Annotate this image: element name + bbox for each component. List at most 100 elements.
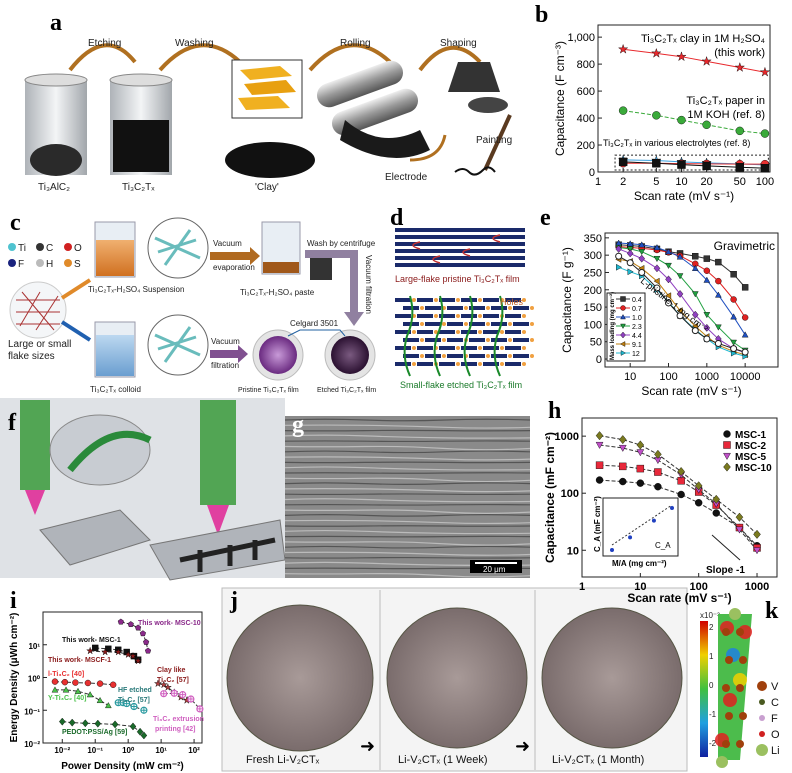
vacuum-filtration-vertical-label: Vacuum filtration bbox=[364, 255, 373, 314]
data-point bbox=[615, 252, 623, 260]
y-tick-label: 10⁻² bbox=[24, 740, 40, 749]
li-atom bbox=[729, 608, 741, 620]
legend-marker bbox=[620, 296, 626, 302]
y-tick-label: 200 bbox=[584, 285, 602, 297]
small-flake bbox=[395, 330, 411, 334]
data-point bbox=[638, 249, 646, 256]
data-point bbox=[665, 299, 673, 307]
sem-layer bbox=[284, 440, 531, 443]
small-flake bbox=[439, 362, 455, 366]
label-clay: 'Clay' bbox=[255, 182, 279, 193]
data-point bbox=[626, 246, 634, 253]
series-l-pristine-1-mg-cm- bbox=[615, 252, 749, 356]
label-ti3c2tx: Ti₃C₂Tₓ bbox=[122, 182, 155, 193]
panel-a: a Etching W bbox=[24, 10, 512, 193]
hole bbox=[522, 346, 526, 350]
data-point bbox=[153, 679, 162, 688]
atom-h-icon bbox=[36, 259, 44, 267]
data-point bbox=[735, 126, 745, 136]
hole bbox=[442, 322, 446, 326]
density-lobe bbox=[723, 693, 737, 707]
x-tick-label: 10 bbox=[624, 371, 636, 383]
arrow-wash-filtration bbox=[305, 250, 364, 326]
plot-frame bbox=[597, 24, 771, 173]
hole bbox=[508, 354, 512, 358]
small-flake bbox=[439, 314, 455, 318]
hole bbox=[412, 330, 416, 334]
annotation: Ti₃C₂Tₓ in various electrolytes (ref. 8) bbox=[603, 138, 750, 148]
sem-layer bbox=[284, 488, 531, 493]
x-tick-label: 10¹ bbox=[155, 746, 167, 755]
y-tick-label: 350 bbox=[584, 233, 602, 245]
hole bbox=[486, 338, 490, 342]
data-point bbox=[101, 647, 110, 656]
data-point bbox=[712, 494, 721, 504]
data-point bbox=[117, 618, 124, 625]
ion-path bbox=[432, 255, 441, 264]
data-point bbox=[753, 547, 761, 555]
data-point-cross bbox=[171, 690, 178, 697]
flakes-inset bbox=[231, 59, 303, 119]
y-tick-label: 10⁰ bbox=[28, 675, 41, 684]
data-point bbox=[653, 264, 661, 273]
legend-marker bbox=[620, 331, 626, 339]
atom-label: S bbox=[74, 259, 81, 270]
colloid-label: Ti₃C₂Tₓ colloid bbox=[90, 385, 141, 394]
data-point bbox=[735, 526, 744, 534]
legend-label: 0.7 bbox=[632, 306, 642, 313]
data-point bbox=[730, 339, 737, 346]
arrow-rolling bbox=[308, 43, 392, 72]
step-etching: Etching bbox=[88, 38, 121, 49]
arrow-shaping bbox=[418, 45, 482, 72]
arrow-painting bbox=[409, 134, 447, 162]
data-point bbox=[703, 323, 711, 332]
data-point bbox=[715, 277, 722, 285]
data-point bbox=[703, 312, 711, 319]
data-point bbox=[694, 481, 703, 491]
legend-label: MSC-1 bbox=[735, 430, 767, 441]
hole bbox=[412, 362, 416, 366]
series-pedot-pss-ag-59- bbox=[59, 717, 148, 740]
data-point bbox=[652, 111, 661, 120]
small-flake bbox=[403, 306, 419, 310]
arrow-washing bbox=[158, 43, 242, 72]
scale-bar-label: 20 μm bbox=[483, 565, 506, 574]
sem-layer bbox=[284, 514, 531, 517]
panel-label-c: c bbox=[10, 210, 21, 236]
hole bbox=[522, 314, 526, 318]
small-flake bbox=[461, 362, 477, 366]
x-tick-label: 20 bbox=[700, 176, 712, 188]
small-flake bbox=[417, 314, 433, 318]
series-line bbox=[599, 479, 758, 547]
small-flake bbox=[425, 322, 441, 326]
sem-layer bbox=[284, 503, 531, 506]
colorbar bbox=[700, 621, 708, 757]
data-point bbox=[653, 256, 661, 263]
inset-point bbox=[610, 548, 614, 552]
hole bbox=[500, 362, 504, 366]
atom-s-icon bbox=[64, 259, 72, 267]
beaker-ti3c2tx bbox=[109, 73, 173, 175]
data-point bbox=[617, 43, 629, 54]
hole bbox=[530, 322, 534, 326]
legend-marker bbox=[620, 350, 626, 356]
data-point bbox=[694, 499, 703, 507]
data-point bbox=[140, 731, 148, 740]
legend-label: Li bbox=[771, 745, 780, 757]
data-point bbox=[730, 296, 737, 303]
x-tick-label: 10000 bbox=[730, 371, 761, 383]
paste-label: Ti₃C₂Tₓ-H₂SO₄ paste bbox=[240, 288, 315, 297]
panel-g: g 20 μm bbox=[284, 398, 531, 578]
small-flake bbox=[469, 338, 485, 342]
y-axis-label: Capacitance (F cm⁻³) bbox=[553, 41, 567, 156]
sem-layer bbox=[284, 418, 531, 422]
series-l-ti-c-40- bbox=[51, 678, 117, 688]
y-tick-label: 100 bbox=[584, 319, 602, 331]
legend-label: 4.4 bbox=[632, 333, 642, 340]
small-flake bbox=[439, 298, 455, 302]
large-flake-schematic bbox=[395, 228, 525, 267]
